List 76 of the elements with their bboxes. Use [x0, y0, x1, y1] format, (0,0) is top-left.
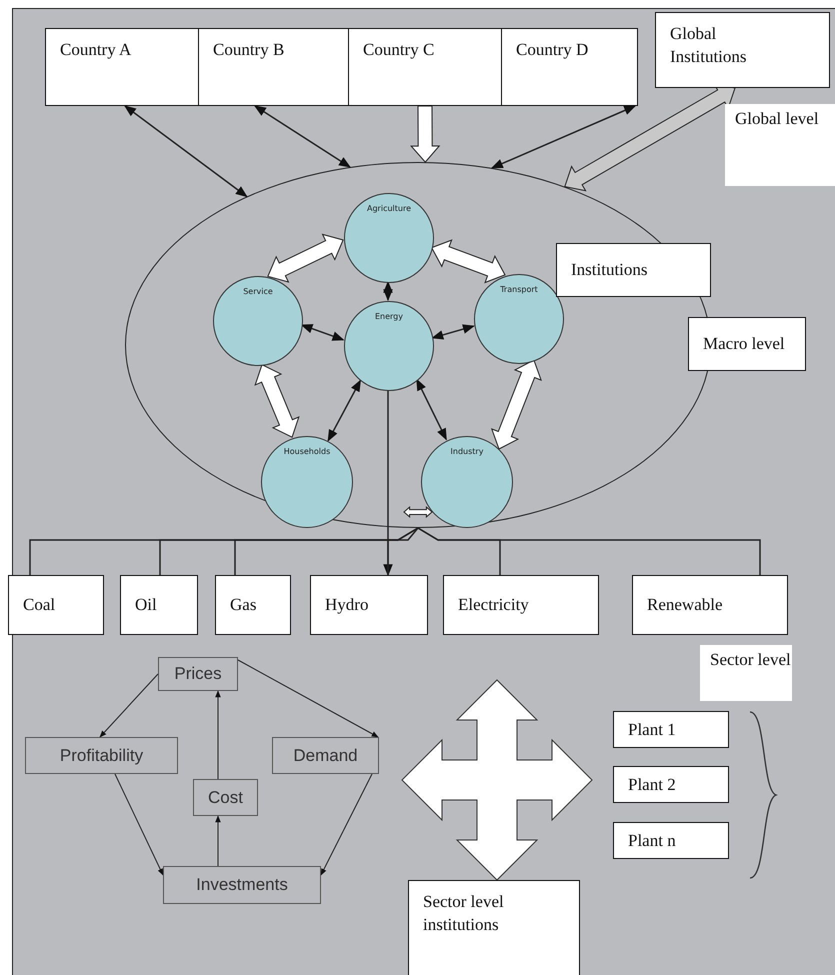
arrow: [320, 774, 372, 876]
box-label: Global Institutions: [670, 23, 748, 68]
block-arrow: [490, 359, 542, 450]
factor-box: [163, 866, 321, 904]
arrow: [416, 378, 447, 441]
arrow: [100, 674, 158, 738]
country-box: [198, 28, 349, 106]
connector-line: [418, 527, 761, 575]
arrow: [328, 379, 362, 442]
factor-box: [272, 737, 379, 774]
arrow: [490, 105, 636, 169]
country-box: [45, 28, 199, 106]
box-label: Plant 1: [628, 720, 676, 740]
box-label: Institutions: [571, 260, 648, 280]
box-label: Country A: [60, 39, 132, 61]
box-label: Profitability: [60, 746, 144, 766]
circle-label: Agriculture: [366, 204, 412, 213]
country-box: [501, 28, 638, 106]
block-arrow: [254, 364, 300, 438]
level-label-box: [700, 645, 792, 701]
arrow: [383, 280, 393, 302]
box-label: Sector level institutions: [423, 891, 505, 936]
plant-box: [613, 766, 729, 803]
box-label: Macro level: [703, 334, 785, 354]
box-label: Demand: [293, 746, 358, 766]
circle-label: Energy: [374, 312, 404, 321]
energy-box: [120, 575, 198, 635]
box-label: Cost: [208, 788, 243, 808]
arrow: [383, 390, 393, 576]
arrow: [215, 815, 221, 866]
box-label: Renewable: [647, 595, 723, 615]
level-label-box: [725, 104, 835, 186]
country-box: [348, 28, 502, 106]
plant-box: [613, 822, 729, 859]
circle-label: Transport: [499, 285, 539, 294]
factor-box: [25, 737, 178, 774]
energy-box: [215, 575, 291, 635]
arrow: [124, 105, 248, 198]
level-label-box: [688, 317, 806, 371]
box-label: Investments: [196, 875, 288, 895]
box-label: Plant n: [628, 830, 676, 850]
energy-box: [632, 575, 788, 635]
box-label: Hydro: [325, 595, 368, 615]
connector-line: [234, 527, 418, 575]
box-label: Sector level: [710, 649, 792, 671]
arrow: [300, 324, 344, 341]
box-label: Prices: [174, 664, 222, 684]
arrow: [238, 660, 379, 738]
arrow: [215, 690, 221, 780]
plant-box: [613, 711, 729, 748]
institution-box: [655, 12, 830, 88]
box-label: Country C: [363, 39, 436, 61]
box-label: Coal: [23, 595, 56, 615]
circle-label: Industry: [450, 447, 484, 456]
energy-box: [443, 575, 599, 635]
box-label: Oil: [135, 595, 157, 615]
box-label: Country B: [213, 39, 286, 61]
circle-label: Households: [282, 447, 332, 456]
box-label: Country D: [516, 39, 590, 61]
arrow: [254, 105, 351, 168]
box-label: Global level: [735, 108, 820, 130]
connector-line: [387, 528, 419, 575]
factor-box: [158, 657, 238, 691]
arrow: [114, 774, 164, 876]
institution-box: [408, 880, 580, 975]
circle-label: Service: [242, 287, 274, 296]
energy-box: [310, 575, 428, 635]
factor-box: [193, 779, 258, 816]
box-label: Gas: [230, 595, 256, 615]
arrow: [431, 324, 475, 340]
box-label: Plant 2: [628, 774, 676, 794]
box-label: Electricity: [458, 595, 529, 615]
block-arrow: [430, 239, 506, 284]
block-arrow: [267, 234, 344, 283]
energy-box: [8, 575, 104, 635]
block-arrow: [410, 106, 440, 163]
